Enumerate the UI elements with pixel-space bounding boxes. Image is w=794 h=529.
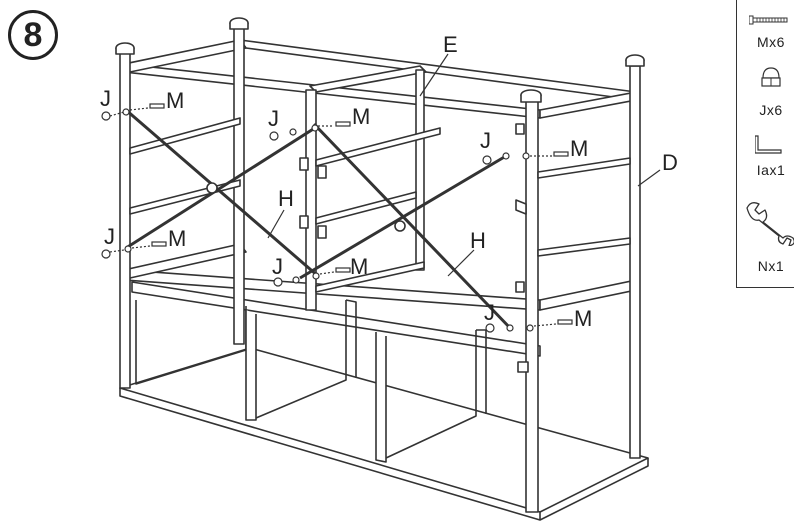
part-label-J: Jx6 (759, 102, 783, 118)
callout-H: H (278, 186, 294, 211)
callout-J: J (272, 254, 283, 279)
callout-M: M (350, 254, 369, 279)
screw-icon (749, 15, 788, 25)
callout-J: J (104, 224, 115, 249)
leader-E (419, 53, 449, 97)
callout-M: M (574, 306, 593, 331)
callout-J: J (480, 128, 491, 153)
post-front-left (119, 51, 131, 389)
post-back-right (629, 65, 641, 459)
step-number: 8 (23, 15, 43, 54)
leader-H2 (447, 249, 475, 277)
callout-H: H (470, 228, 486, 253)
parts-list-panel: Mx6 Jx6 Iax1 Nx1 (736, 0, 794, 288)
part-label-N: Nx1 (757, 258, 785, 274)
cap-nut-icon (761, 67, 781, 87)
leader-D (637, 169, 661, 187)
wrench-icon (746, 202, 794, 246)
part-label-M: Mx6 (757, 34, 785, 50)
callout-M: M (166, 88, 185, 113)
step-number-badge: 8 (8, 10, 58, 60)
leader-H1 (267, 209, 285, 239)
callout-M: M (570, 136, 589, 161)
post-front-right (525, 99, 539, 513)
callout-M: M (352, 104, 371, 129)
allen-key-icon (755, 135, 782, 154)
callout-J: J (484, 300, 495, 325)
callout-J: J (100, 86, 111, 111)
callout-D: D (662, 150, 678, 175)
callout-E: E (443, 32, 458, 57)
callout-J: J (268, 106, 279, 131)
callout-M: M (168, 226, 187, 251)
part-label-I: Iax1 (756, 162, 786, 178)
